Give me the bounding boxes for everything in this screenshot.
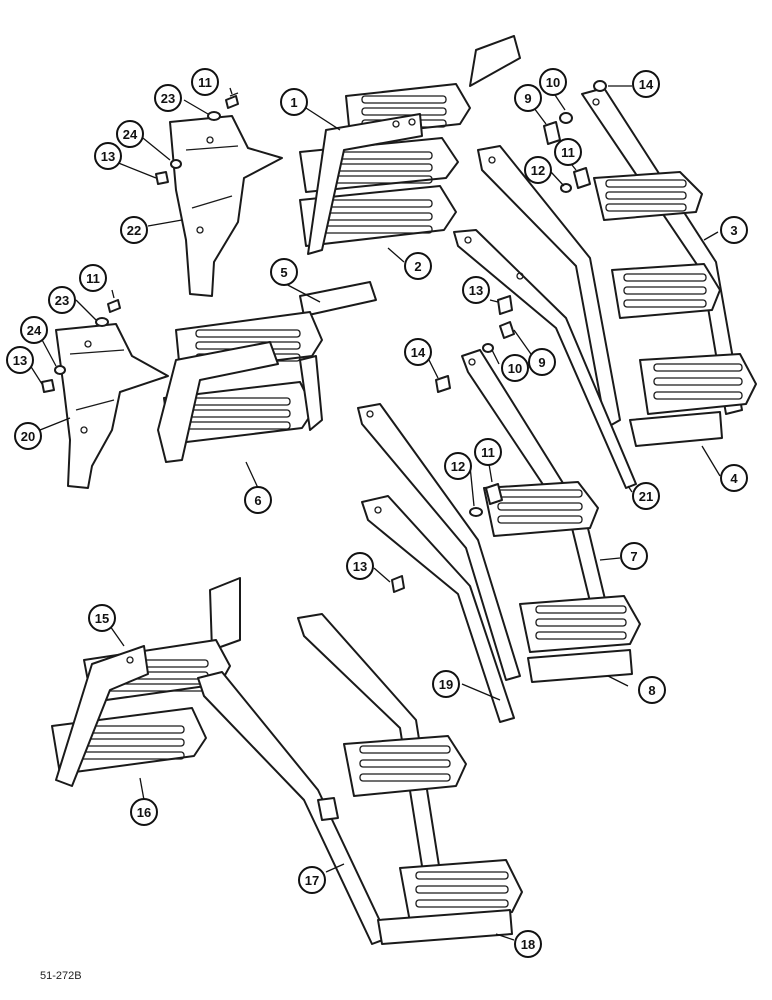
callout-7-label: 7 [630, 549, 637, 564]
callout-23a-label: 23 [161, 91, 175, 106]
callout-20-label: 20 [21, 429, 35, 444]
callout-18-label: 18 [521, 937, 535, 952]
callout-21-label: 21 [639, 489, 653, 504]
bracket-22 [169, 115, 283, 297]
callout-10b: 10 [501, 354, 529, 382]
callout-1: 1 [280, 88, 308, 116]
callout-20: 20 [14, 422, 42, 450]
callout-3: 3 [720, 216, 748, 244]
callout-16: 16 [130, 798, 158, 826]
callout-13b: 13 [6, 346, 34, 374]
callout-14a-label: 14 [639, 77, 654, 92]
step-assembly-6 [157, 281, 377, 463]
callout-10a-label: 10 [546, 75, 560, 90]
step-assembly-16 [51, 577, 241, 787]
callout-23b-label: 23 [55, 293, 69, 308]
callout-5-label: 5 [280, 265, 287, 280]
callout-13b-label: 13 [13, 353, 27, 368]
callout-9a: 9 [514, 84, 542, 112]
ladder-assembly-8 [357, 349, 641, 683]
callout-18: 18 [514, 930, 542, 958]
callout-9a-label: 9 [524, 91, 531, 106]
callout-19-label: 19 [439, 677, 453, 692]
ladder-assembly-4 [477, 87, 757, 447]
callout-12a-label: 12 [531, 163, 545, 178]
callout-13d-label: 13 [353, 559, 367, 574]
callout-24a-label: 24 [123, 127, 138, 142]
hardware [41, 80, 607, 593]
step-assembly-2 [299, 35, 521, 255]
callout-22: 22 [120, 216, 148, 244]
figure-reference-code: 51-272B [40, 970, 82, 982]
callout-13d: 13 [346, 552, 374, 580]
callout-2-label: 2 [414, 259, 421, 274]
callout-4: 4 [720, 464, 748, 492]
callout-7: 7 [620, 542, 648, 570]
rail-21 [453, 229, 637, 489]
callout-15-label: 15 [95, 611, 109, 626]
callout-13a-label: 13 [101, 149, 115, 164]
callout-8-label: 8 [648, 683, 655, 698]
callout-12a: 12 [524, 156, 552, 184]
callout-22-label: 22 [127, 223, 141, 238]
callout-1-label: 1 [290, 95, 297, 110]
callout-2: 2 [404, 252, 432, 280]
callout-11b-label: 11 [86, 271, 100, 286]
callout-14b: 14 [404, 338, 432, 366]
callout-8: 8 [638, 676, 666, 704]
callout-12b-label: 12 [451, 459, 465, 474]
callout-9b-label: 9 [538, 355, 545, 370]
callout-10b-label: 10 [508, 361, 522, 376]
callout-4-label: 4 [730, 471, 738, 486]
callout-14b-label: 14 [411, 345, 426, 360]
bracket-20 [55, 323, 169, 489]
callout-11a-label: 11 [198, 75, 212, 90]
callout-14a: 14 [632, 70, 660, 98]
callout-3-label: 3 [730, 223, 737, 238]
callout-17: 17 [298, 866, 326, 894]
callout-11c-label: 11 [561, 145, 575, 160]
callout-13c: 13 [462, 276, 490, 304]
callout-19: 19 [432, 670, 460, 698]
callout-11c: 11 [554, 138, 582, 166]
callout-group: 1 2 3 4 5 6 7 8 9 9 10 10 11 11 11 11 12… [6, 68, 748, 958]
ladder-assembly-18 [197, 613, 523, 945]
callout-24b: 24 [20, 316, 48, 344]
callout-10a: 10 [539, 68, 567, 96]
callout-24a: 24 [116, 120, 144, 148]
callout-21: 21 [632, 482, 660, 510]
callout-11d-label: 11 [481, 445, 495, 460]
callout-11d: 11 [474, 438, 502, 466]
callout-15: 15 [88, 604, 116, 632]
callout-16-label: 16 [137, 805, 151, 820]
callout-17-label: 17 [305, 873, 319, 888]
callout-13a: 13 [94, 142, 122, 170]
callout-23b: 23 [48, 286, 76, 314]
callout-12b: 12 [444, 452, 472, 480]
callout-6-label: 6 [254, 493, 261, 508]
callout-24b-label: 24 [27, 323, 42, 338]
callout-23a: 23 [154, 84, 182, 112]
callout-9b: 9 [528, 348, 556, 376]
callout-13c-label: 13 [469, 283, 483, 298]
callout-5: 5 [270, 258, 298, 286]
callout-6: 6 [244, 486, 272, 514]
callout-11b: 11 [79, 264, 107, 292]
callout-11a: 11 [191, 68, 219, 96]
